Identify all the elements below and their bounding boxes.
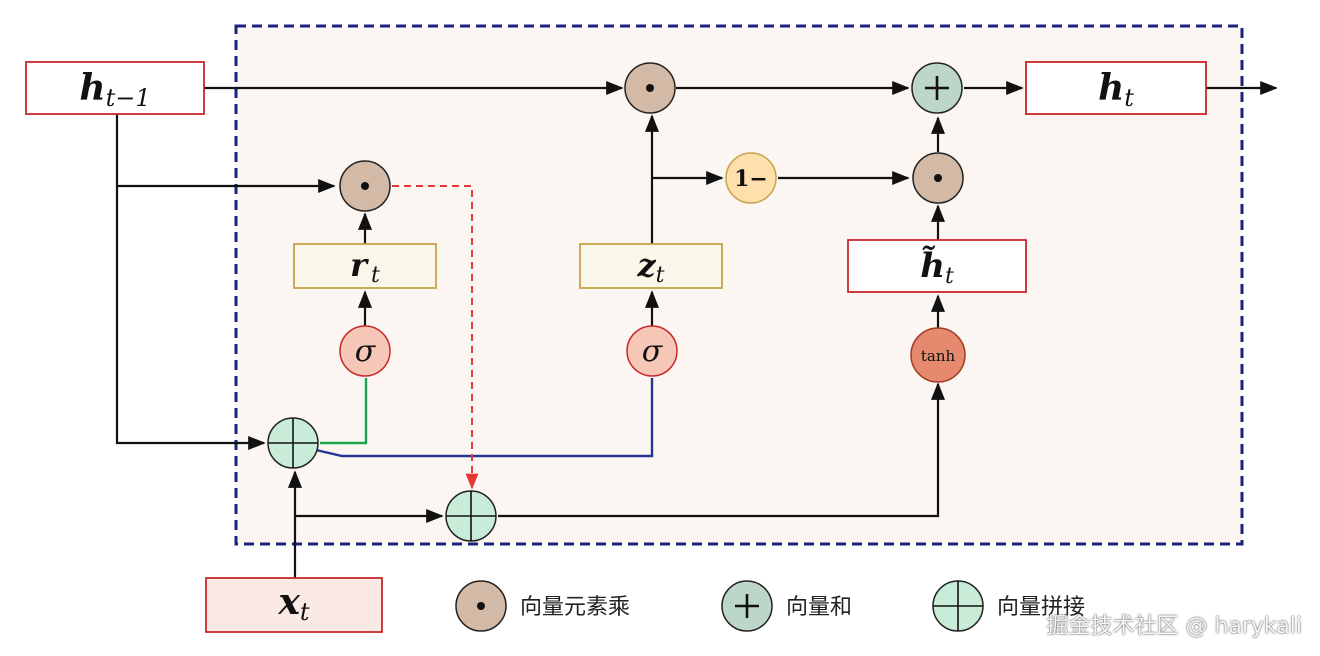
hprev-to-concat [115, 114, 266, 451]
dot-icon [361, 182, 369, 190]
update-sigma-node: σ [626, 325, 678, 377]
legend-label-vector-concat: 向量拼接 [997, 595, 1085, 620]
hprev-label: ht−1 [79, 67, 150, 112]
legend-item-vector-sum: 向量和 [721, 580, 852, 632]
tanh-label: tanh [921, 347, 956, 365]
ht-label: ht [1098, 67, 1134, 112]
candidate-mul-node [912, 152, 964, 204]
plus-icon [735, 594, 759, 618]
sigma-label: σ [642, 334, 664, 369]
candidate-box [847, 239, 1027, 293]
legend-label-vector-sum: 向量和 [786, 595, 852, 620]
concat-to-reset-sigma [320, 378, 368, 445]
concat-icon [933, 581, 983, 631]
legend-label-elementwise-mul: 向量元素乘 [520, 595, 630, 620]
xt-label: xt [277, 581, 309, 626]
xt-box [205, 577, 383, 633]
top-mul-node [624, 62, 676, 114]
concat2-to-tanh [498, 382, 946, 518]
reset-sigma-node: σ [339, 325, 391, 377]
sigma-label: σ [355, 334, 377, 369]
concat-icon [446, 491, 496, 541]
concat-node-2 [445, 490, 497, 542]
reset-mul-node [339, 160, 391, 212]
update-gate-box [579, 243, 723, 289]
plus-icon [925, 76, 949, 100]
watermark: 掘金技术社区 @ harykali [1046, 614, 1302, 639]
reset-gate-box [293, 243, 437, 289]
dot-icon [934, 174, 942, 182]
dot-icon [646, 84, 654, 92]
concat-icon [268, 418, 318, 468]
one-minus-node: 1− [725, 152, 777, 204]
concat-to-update-sigma [315, 378, 654, 458]
sum-node [911, 62, 963, 114]
ht-box [1025, 61, 1207, 115]
concat-node-1 [267, 417, 319, 469]
legend-item-elementwise-mul: 向量元素乘 [455, 580, 630, 632]
reset-gated-path [392, 185, 479, 490]
legend-item-vector-concat: 向量拼接 [932, 580, 1085, 632]
candidate-label: h̃t [920, 246, 954, 289]
dot-icon [477, 602, 485, 610]
update-gate-label: zt [636, 246, 664, 288]
hprev-box [25, 61, 205, 115]
one-minus-label: 1− [734, 166, 768, 192]
legend: 向量元素乘 向量和 向量拼接 [455, 580, 1085, 632]
tanh-node: tanh [910, 327, 966, 383]
